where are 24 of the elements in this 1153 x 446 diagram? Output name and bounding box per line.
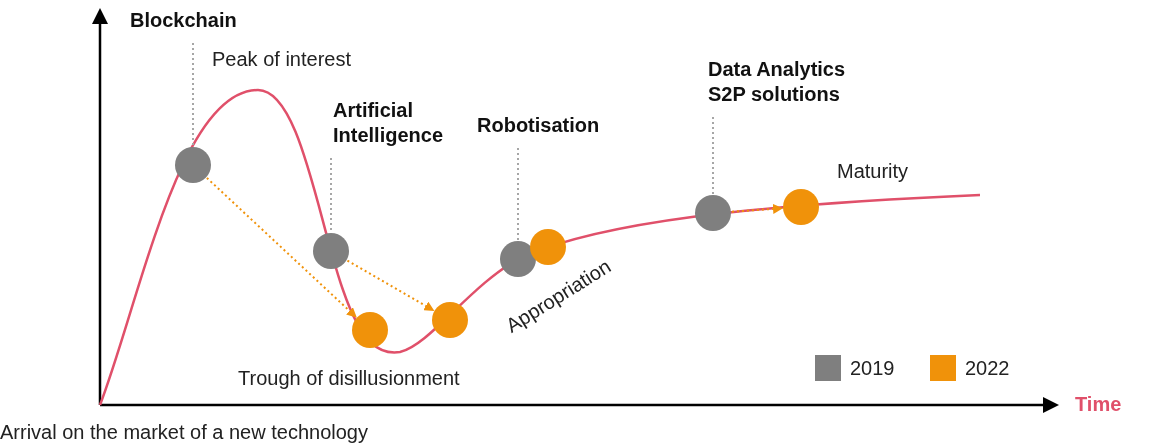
arrow <box>346 259 435 312</box>
technology-label: Robotisation <box>477 113 600 138</box>
axis-label: Time <box>1075 393 1122 416</box>
technology-dot <box>175 147 211 183</box>
technology-label: Artificial Intelligence <box>333 98 473 148</box>
leader-line <box>517 147 519 241</box>
technology-dot <box>432 302 468 338</box>
technology-dot <box>695 195 731 231</box>
technology-label: Data Analytics S2P solutions <box>708 57 888 107</box>
leader-line <box>192 42 194 147</box>
technology-dot <box>313 233 349 269</box>
legend-label: 2022 <box>965 357 1010 380</box>
phase-label: Trough of disillusionment <box>238 367 460 390</box>
leader-line <box>330 157 332 233</box>
technology-dot <box>352 312 388 348</box>
phase-label: Peak of interest <box>212 48 351 71</box>
phase-label: Maturity <box>837 160 909 183</box>
technology-dot <box>783 189 819 225</box>
arrow <box>205 176 358 319</box>
technology-label: Blockchain <box>130 8 237 33</box>
legend-label: 2019 <box>850 357 895 380</box>
axis-label: Arrival on the market of a new technology <box>0 421 368 444</box>
leader-line <box>712 116 714 195</box>
arrow <box>730 203 784 214</box>
